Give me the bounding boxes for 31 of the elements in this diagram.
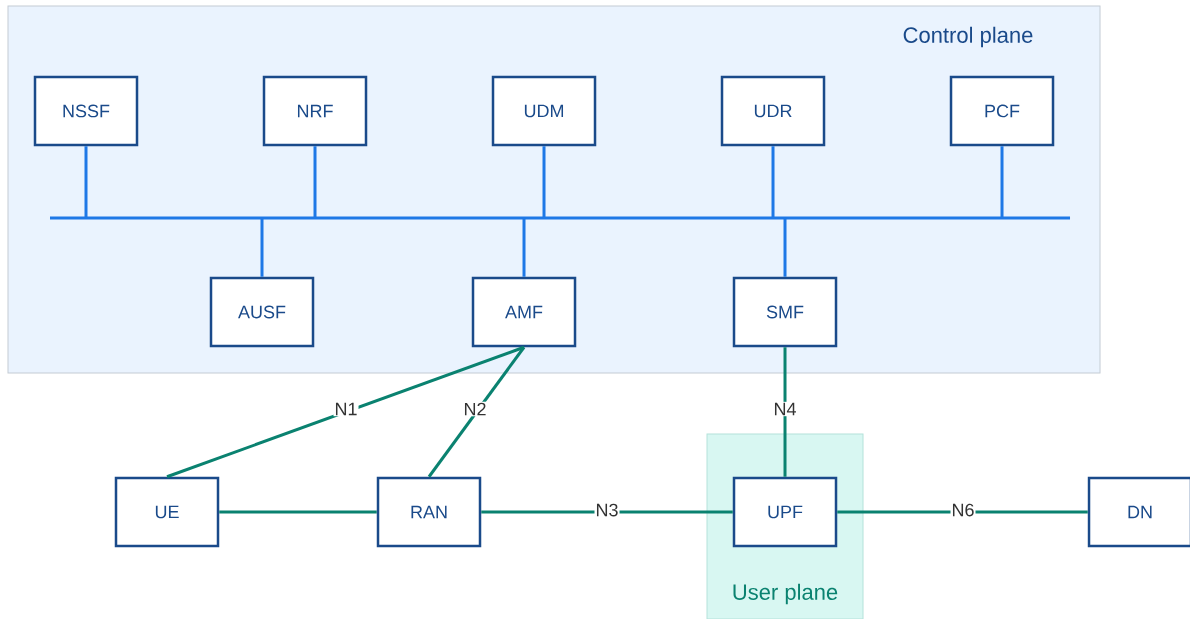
function-box: NRF bbox=[262, 75, 368, 147]
connector-line bbox=[481, 510, 733, 514]
connector-line bbox=[783, 347, 787, 477]
function-box: SMF bbox=[732, 276, 838, 348]
function-box: UE bbox=[114, 476, 220, 548]
connector-line bbox=[219, 510, 377, 514]
function-box: UPF bbox=[732, 476, 838, 548]
connector-line bbox=[427, 346, 526, 478]
function-box: AMF bbox=[471, 276, 577, 348]
connector-line bbox=[522, 218, 526, 277]
connector-line bbox=[84, 146, 88, 218]
connector-line bbox=[1000, 146, 1004, 218]
edge-label: N4 bbox=[772, 401, 798, 417]
edge-label: N3 bbox=[594, 502, 620, 518]
function-box: AUSF bbox=[209, 276, 315, 348]
connector-line bbox=[542, 146, 546, 218]
function-box: UDR bbox=[720, 75, 826, 147]
edge-label: N2 bbox=[462, 401, 488, 417]
connector-line bbox=[837, 510, 1088, 514]
function-box: PCF bbox=[949, 75, 1055, 147]
edge-label: N1 bbox=[333, 401, 359, 417]
function-box: NSSF bbox=[33, 75, 139, 147]
edge-label: N6 bbox=[950, 502, 976, 518]
connector-line bbox=[166, 345, 525, 479]
connector-line bbox=[313, 146, 317, 218]
connector-line bbox=[771, 146, 775, 218]
function-box: UDM bbox=[491, 75, 597, 147]
function-box: RAN bbox=[376, 476, 482, 548]
connector-line bbox=[260, 218, 264, 277]
connector-line bbox=[783, 218, 787, 277]
function-box: DN bbox=[1087, 476, 1190, 548]
